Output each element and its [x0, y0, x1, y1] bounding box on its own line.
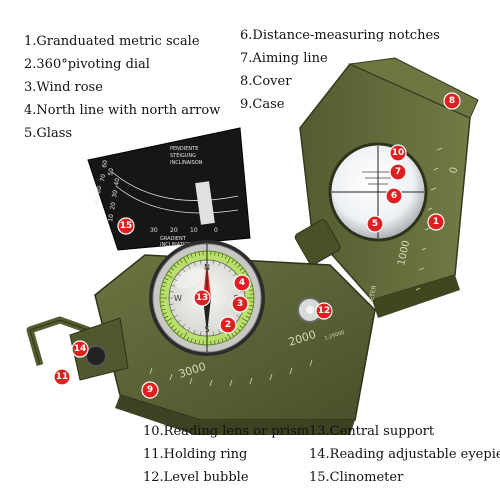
marker-label: 11	[56, 372, 69, 382]
marker-label: 8	[449, 96, 455, 106]
marker-circle	[389, 144, 407, 162]
legend-right: 6.Distance-measuring notches 7.Aiming li…	[240, 24, 440, 116]
marker-label: 2	[225, 320, 231, 330]
legend-item-1: 1.Granduated metric scale	[24, 34, 200, 49]
cover-ruler-1000: 1000	[396, 239, 412, 266]
clino-number-bottom: 10	[190, 227, 198, 234]
eyepiece	[69, 317, 129, 381]
legend-item-13: 13.Central support	[309, 424, 435, 439]
marker-circle	[141, 381, 159, 399]
clino-number-bottom: 30	[150, 227, 158, 234]
marker-10: 10	[389, 144, 407, 162]
clino-bottom-1: GRADIENT	[160, 236, 187, 242]
marker-circle	[315, 302, 333, 320]
clino-number: 50	[107, 167, 115, 176]
marker-label: 5	[372, 219, 378, 229]
marker-label: 9	[147, 385, 153, 395]
marker-circle	[389, 163, 407, 181]
clino-bottom-2: INCLINATION	[160, 242, 192, 248]
marker-circle	[385, 187, 403, 205]
marker-circle	[117, 217, 135, 235]
legend-item-4: 4.North line with north arrow	[24, 103, 221, 118]
clino-number-bottom: 0	[214, 227, 218, 234]
marker-circle	[443, 92, 461, 110]
dial-west: W	[174, 294, 182, 303]
legend-item-14: 14.Reading adjustable eyepiece	[309, 447, 500, 462]
marker-label: 13	[196, 293, 209, 303]
cover-ruler-meter: METER	[367, 285, 378, 307]
clino-number: 20	[109, 201, 117, 210]
marker-circle	[219, 316, 237, 334]
marker-circle	[71, 340, 89, 358]
legend-item-6: 6.Distance-measuring notches	[240, 28, 440, 43]
clino-number-bottom: 20	[170, 227, 178, 234]
marker-label: 6	[391, 191, 397, 201]
marker-3: 3	[231, 295, 249, 313]
marker-label: 7	[395, 167, 401, 177]
cover-ruler-0: 0	[448, 166, 460, 175]
clino-number: 10	[107, 213, 115, 222]
clino-label-1: PENDIENTE	[170, 146, 198, 152]
legend-item-7: 7.Aiming line	[240, 51, 328, 66]
legend-item-12: 12.Level bubble	[143, 470, 249, 485]
marker-label: 10	[392, 148, 405, 158]
clino-number: 80	[95, 185, 103, 194]
clino-number: 90	[93, 197, 101, 206]
marker-circle	[193, 289, 211, 307]
legend-item-5: 5.Glass	[24, 126, 73, 141]
legend-item-10: 10.Reading lens or prism	[143, 424, 310, 439]
clino-label-2: STEIGUNG	[170, 153, 196, 159]
marker-9: 9	[141, 381, 159, 399]
marker-label: 12	[318, 306, 331, 316]
marker-6: 6	[385, 187, 403, 205]
legend-item-11: 11.Holding ring	[143, 447, 248, 462]
marker-label: 4	[239, 278, 245, 288]
clino-number: 60	[101, 159, 109, 168]
marker-7: 7	[389, 163, 407, 181]
legend-item-2: 2.360°pivoting dial	[24, 57, 150, 72]
legend-item-8: 8.Cover	[240, 74, 292, 89]
clino-number: 30	[111, 189, 119, 198]
marker-1: 1	[427, 213, 445, 231]
legend-bottom-right: 13.Central support 14.Reading adjustable…	[309, 420, 500, 489]
marker-2: 2	[219, 316, 237, 334]
marker-circle	[366, 215, 384, 233]
marker-label: 1	[433, 217, 439, 227]
clino-label-3: INCLINAISON	[170, 160, 203, 166]
legend-left: 1.Granduated metric scale 2.360°pivoting…	[24, 30, 220, 145]
clinometer-plate: PENDIENTE STEIGUNG INCLINAISON 10 20 30 405…	[87, 127, 251, 251]
marker-4: 4	[233, 274, 251, 292]
marker-5: 5	[366, 215, 384, 233]
marker-label: 15	[120, 221, 133, 231]
legend-bottom-left: 10.Reading lens or prism 11.Holding ring…	[143, 420, 309, 489]
clino-number: 40	[113, 177, 121, 186]
marker-circle	[233, 274, 251, 292]
legend-item-15: 15.Clinometer	[309, 470, 404, 485]
marker-15: 15	[117, 217, 135, 235]
marker-label: 14	[74, 344, 87, 354]
marker-12: 12	[315, 302, 333, 320]
legend-item-9: 9.Case	[240, 97, 285, 112]
marker-8: 8	[443, 92, 461, 110]
marker-circle	[231, 295, 249, 313]
clino-number: 70	[99, 173, 107, 182]
marker-11: 11	[53, 368, 71, 386]
marker-circle	[427, 213, 445, 231]
legend-item-3: 3.Wind rose	[24, 80, 103, 95]
marker-circle	[53, 368, 71, 386]
marker-13: 13	[193, 289, 211, 307]
marker-label: 3	[237, 299, 243, 309]
marker-14: 14	[71, 340, 89, 358]
